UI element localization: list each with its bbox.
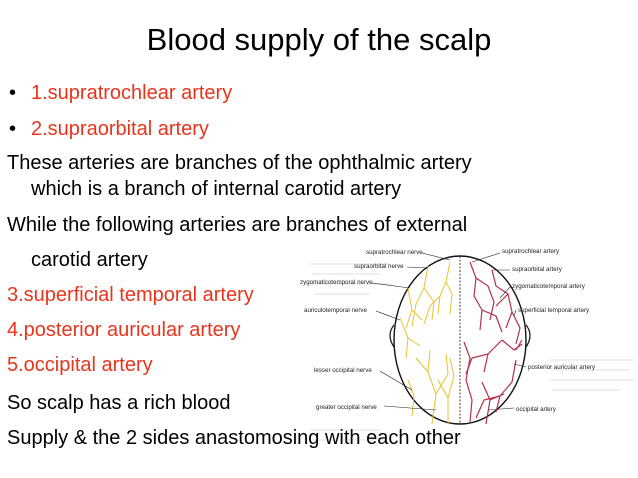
label-greater-occipital-nerve: greater occipital nerve (316, 404, 377, 411)
right-ear (525, 324, 531, 348)
label-supraorbital-artery: supraorbital artery (512, 266, 563, 273)
label-zygomaticotemporal-nerve: zygomaticotemporal nerve (300, 279, 373, 286)
bullet-marker-2: • (9, 118, 17, 140)
label-supraorbital-nerve: supraorbital nerve (354, 263, 404, 270)
scalp-diagram-svg: supratrochlear nerve supraorbital nerve … (300, 248, 634, 441)
label-zygomaticotemporal-artery: zygomaticotemporal artery (512, 283, 586, 290)
scalp-diagram: supratrochlear nerve supraorbital nerve … (300, 240, 638, 478)
item-superficial-temporal-artery: 3.superficial temporal artery (7, 284, 254, 306)
slide-title: Blood supply of the scalp (146, 22, 492, 57)
label-supratrochlear-nerve: supratrochlear nerve (366, 249, 423, 256)
right-leader-lines (471, 252, 527, 411)
para2-line2: carotid artery (31, 249, 148, 271)
left-ear (389, 324, 395, 348)
item-occipital-artery: 5.occipital artery (7, 354, 153, 376)
label-auriculotemporal-nerve: auriculotemporal nerve (304, 307, 367, 314)
para1-line1: These arteries are branches of the ophth… (7, 152, 472, 174)
closing-line1: So scalp has a rich blood (7, 392, 231, 414)
para1-line2: which is a branch of internal carotid ar… (31, 178, 402, 200)
label-lesser-occipital-nerve: lesser occipital nerve (314, 367, 372, 374)
bullet-supraorbital-artery: 2.supraorbital artery (31, 118, 209, 140)
left-leader-lines (371, 252, 451, 411)
artery-branches (463, 261, 523, 425)
label-occipital-artery: occipital artery (516, 406, 557, 413)
nerve-branches (399, 261, 455, 425)
bullet-supratrochlear-artery: 1.supratrochlear artery (31, 82, 233, 104)
para2-line1: While the following arteries are branche… (7, 214, 468, 236)
label-posterior-auricular-artery: posterior auricular artery (528, 364, 596, 371)
label-superficial-temporal-artery: superficial temporal artery (518, 307, 590, 314)
item-posterior-auricular-artery: 4.posterior auricular artery (7, 319, 241, 341)
closing-line2: Supply & the 2 sides anastomosing with e… (7, 427, 461, 449)
label-supratrochlear-artery: supratrochlear artery (502, 248, 560, 255)
bullet-marker-1: • (9, 82, 17, 104)
